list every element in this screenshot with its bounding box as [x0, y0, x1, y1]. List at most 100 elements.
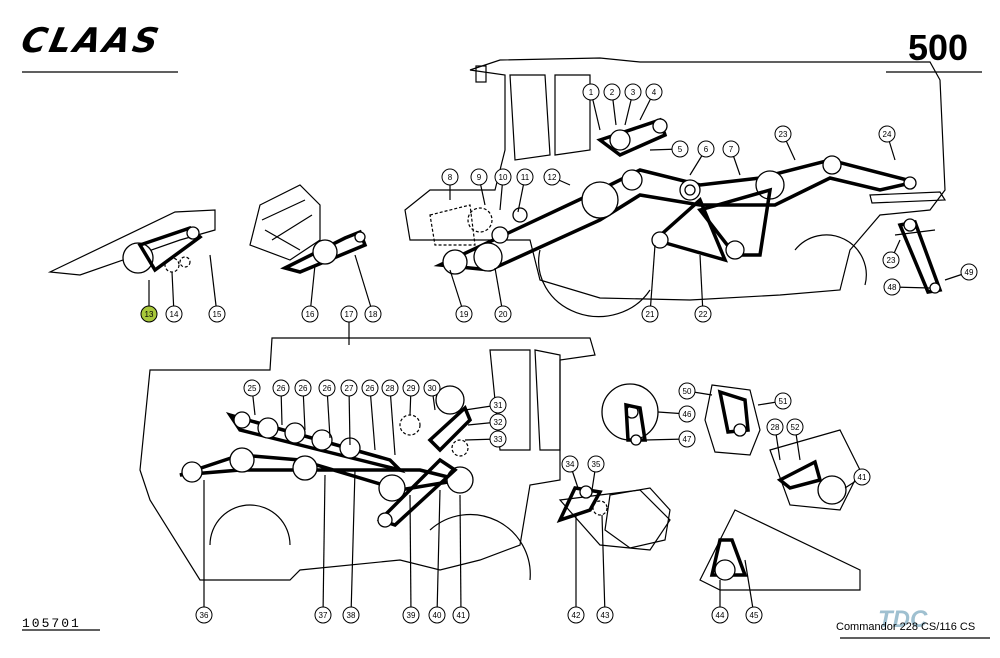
callout-number: 52 — [791, 423, 800, 432]
callout-number: 42 — [572, 611, 581, 620]
callout-12: 12 — [543, 168, 571, 186]
callout-bubble — [561, 455, 579, 473]
inset-28-52-41 — [769, 429, 861, 511]
callout-bubble — [364, 305, 382, 323]
callout-leader-line — [209, 254, 218, 315]
callout-number: 14 — [170, 310, 179, 319]
reference-code: 105701 — [22, 616, 81, 631]
callout-number: 3 — [631, 88, 636, 97]
callout-number: 4 — [652, 88, 657, 97]
top-main-belt-system — [429, 117, 917, 275]
callout-bubble — [494, 305, 512, 323]
callout-number: 6 — [704, 145, 709, 154]
callout-number: 43 — [601, 611, 610, 620]
callout-number: 23 — [887, 256, 896, 265]
callout-bubble — [489, 396, 507, 414]
callout-32: 32 — [467, 413, 507, 431]
callout-23: 23 — [774, 125, 796, 161]
callout-number: 38 — [347, 611, 356, 620]
callout-number: 48 — [888, 283, 897, 292]
callout-number: 1 — [589, 88, 594, 97]
callout-bubble — [645, 83, 663, 101]
callout-number: 20 — [499, 310, 508, 319]
callout-number: 24 — [883, 130, 892, 139]
callout-bubble — [314, 606, 332, 624]
callout-bubble — [272, 379, 290, 397]
callout-bubble — [543, 168, 561, 186]
callout-20: 20 — [494, 267, 512, 323]
callout-50: 50 — [678, 382, 713, 400]
callout-number: 32 — [494, 418, 503, 427]
callout-7: 7 — [722, 140, 741, 176]
callout-number: 13 — [145, 310, 154, 319]
callout-leader-line — [322, 474, 326, 616]
callout-bubble — [140, 305, 158, 323]
inset-34-35-42-43 — [556, 485, 608, 523]
callout-number: 51 — [779, 397, 788, 406]
callout-bubble — [243, 379, 261, 397]
callout-42: 42 — [567, 515, 585, 624]
callout-bubble — [342, 606, 360, 624]
callout-36: 36 — [195, 480, 213, 624]
callout-26: 26 — [272, 379, 290, 426]
callout-bubble — [882, 251, 900, 269]
callout-16: 16 — [301, 264, 319, 323]
callout-bubble — [494, 168, 512, 186]
callout-number: 22 — [699, 310, 708, 319]
callout-52: 52 — [786, 418, 804, 461]
callout-28: 28 — [766, 418, 784, 461]
callout-bubble — [671, 140, 689, 158]
callout-bubble — [340, 305, 358, 323]
callout-leader-line — [389, 387, 396, 456]
callout-9: 9 — [470, 168, 488, 206]
callout-leader-line — [649, 244, 656, 315]
callout-leader-line — [350, 469, 356, 616]
callout-17: 17 — [340, 305, 358, 345]
callout-48: 48 — [883, 278, 931, 296]
callout-bubble — [208, 305, 226, 323]
combine-side-view-top — [404, 57, 947, 318]
callout-bubble — [678, 405, 696, 423]
callout-11: 11 — [516, 168, 534, 213]
callout-bubble — [402, 606, 420, 624]
callout-bubble — [697, 140, 715, 158]
callout-number: 49 — [965, 268, 974, 277]
callout-41: 41 — [844, 468, 871, 489]
callout-8: 8 — [441, 168, 459, 200]
callout-44: 44 — [711, 580, 729, 624]
callout-bubble — [786, 418, 804, 436]
inset-feeder-drive — [894, 218, 943, 294]
callout-10: 10 — [494, 168, 512, 211]
inset-44-45 — [699, 509, 861, 591]
callout-6: 6 — [689, 140, 715, 176]
callout-number: 5 — [678, 145, 683, 154]
callout-bubble — [470, 168, 488, 186]
callout-number: 16 — [306, 310, 315, 319]
callout-number: 35 — [592, 460, 601, 469]
callout-33: 33 — [464, 430, 507, 448]
callout-number: 26 — [277, 384, 286, 393]
callout-24: 24 — [878, 125, 896, 161]
callout-number: 26 — [323, 384, 332, 393]
callout-number: 25 — [248, 384, 257, 393]
callout-bubble — [603, 83, 621, 101]
callout-bubble — [596, 606, 614, 624]
callout-bubble — [678, 382, 696, 400]
callout-13: 13 — [140, 280, 158, 323]
callout-bubble — [301, 305, 319, 323]
callout-number: 37 — [319, 611, 328, 620]
callout-number: 45 — [750, 611, 759, 620]
callout-1: 1 — [582, 83, 601, 131]
callout-bubble — [774, 125, 792, 143]
callout-number: 26 — [299, 384, 308, 393]
callout-number: 18 — [369, 310, 378, 319]
tdc-watermark-logo: TDC — [878, 606, 928, 633]
inset-51-engine — [704, 384, 761, 456]
callout-number: 41 — [457, 611, 466, 620]
callout-15: 15 — [208, 254, 226, 323]
callout-bubble — [516, 168, 534, 186]
callout-5: 5 — [649, 140, 689, 158]
callout-18: 18 — [354, 254, 382, 323]
